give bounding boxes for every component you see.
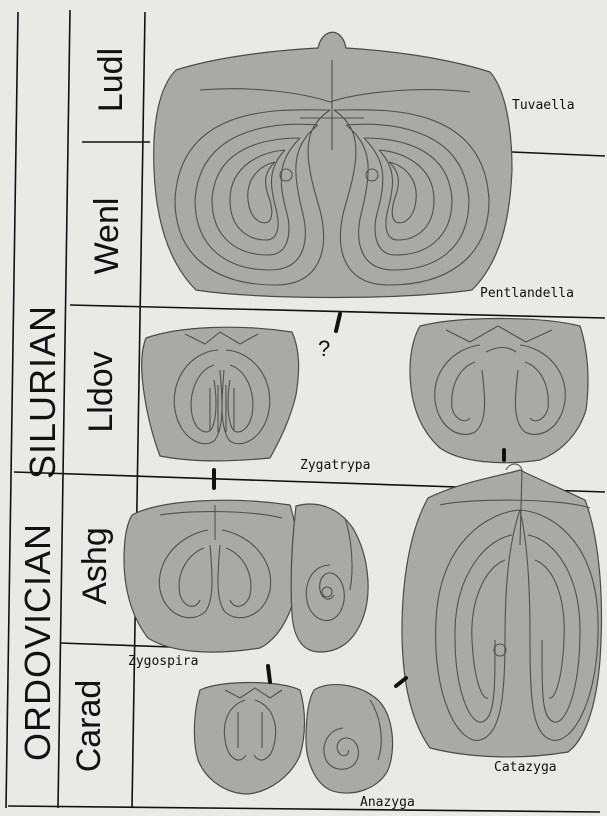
stage-divider-line (132, 12, 145, 808)
link-tuvaella-zygatrypa (336, 314, 340, 331)
genus-label-zygatrypa: Zygatrypa (300, 458, 370, 473)
stage-label-carad: Carad (70, 680, 108, 773)
shell-zygatrypa (142, 327, 299, 461)
stage-label-ludl: Ludl (92, 48, 130, 112)
stage-label-lldov: Lldov (82, 351, 120, 432)
boundary-ludl-wenl-right (512, 152, 605, 156)
link-zygospira-anazyga (268, 666, 270, 682)
period-label-silurian: SILURIAN (22, 305, 63, 479)
genus-label-pentlandella: Pentlandella (480, 286, 574, 301)
stage-label-wenl: Wenl (88, 198, 126, 275)
period-label-ordovician: ORDOVICIAN (17, 523, 58, 761)
uncertain-link-mark: ? (318, 336, 330, 361)
column-base-line (8, 806, 600, 812)
shell-zygospira (124, 500, 368, 652)
genus-label-tuvaella: Tuvaella (512, 98, 575, 113)
shell-anazyga (194, 683, 392, 795)
shell-catazyga (402, 464, 601, 757)
shell-tuvaella (154, 32, 512, 297)
stage-label-ashg: Ashg (76, 527, 114, 605)
genus-label-anazyga: Anazyga (360, 795, 415, 810)
shell-pentlandella (410, 319, 588, 463)
genus-label-catazyga: Catazyga (494, 760, 557, 775)
genus-label-zygospira: Zygospira (128, 654, 198, 669)
link-anazyga-catazyga (396, 678, 406, 686)
